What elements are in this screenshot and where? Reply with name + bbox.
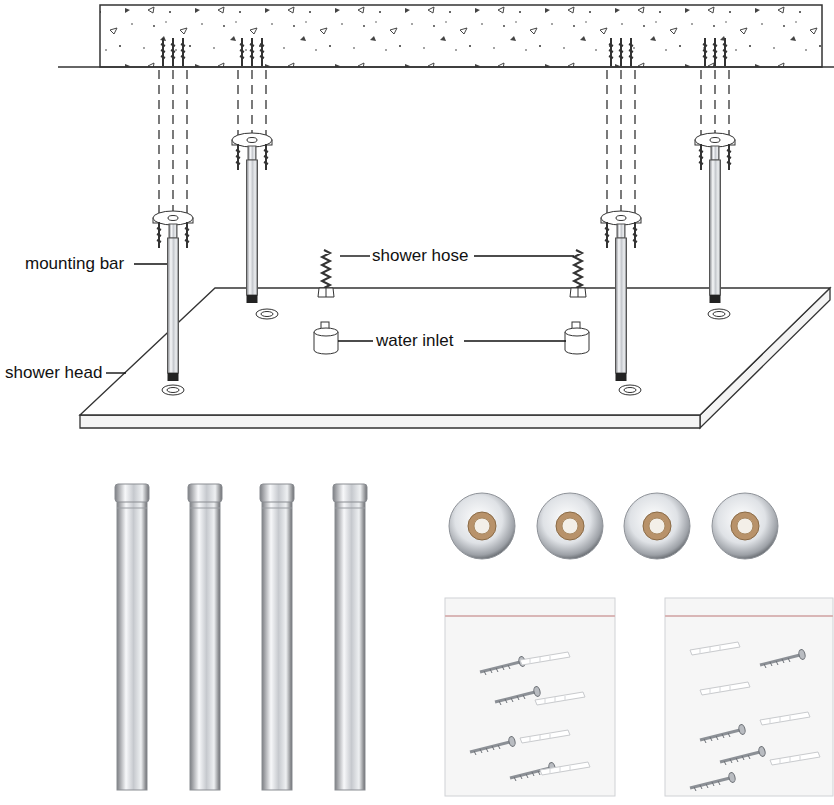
part-label: shower hose (372, 246, 468, 266)
part-label: shower head (5, 363, 102, 383)
part-label: water inlet (376, 331, 453, 351)
part-label: mounting bar (25, 254, 124, 274)
